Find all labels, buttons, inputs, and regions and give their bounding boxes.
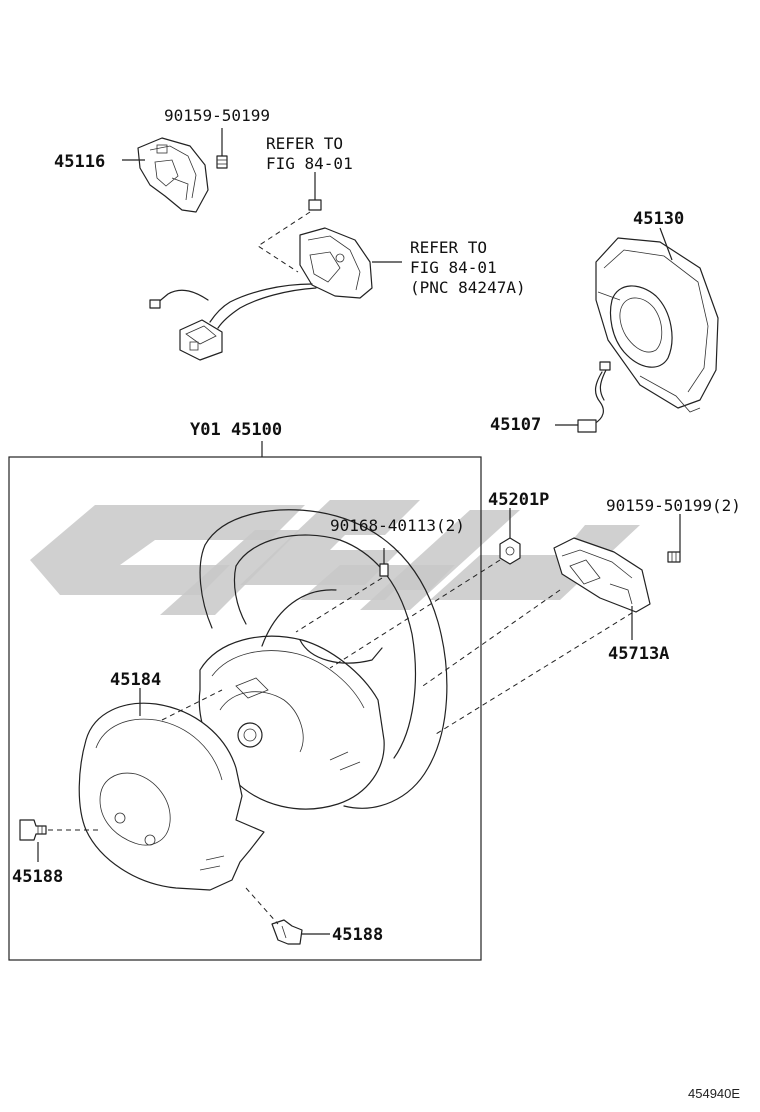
nut-45201p-icon xyxy=(499,508,521,565)
switch-cover-mid xyxy=(299,227,402,299)
assembly-frame xyxy=(8,456,482,961)
diagram-code: 454940E xyxy=(688,1086,740,1101)
airbag-wire-45107 xyxy=(555,361,611,433)
screw-bottom-icon xyxy=(245,887,330,945)
label-refer-top-2: FIG 84-01 xyxy=(266,154,353,173)
label-lower-cover: 45184 xyxy=(110,670,161,690)
airbag-45130 xyxy=(595,227,719,413)
label-refer-mid-1: REFER TO xyxy=(410,238,487,257)
label-wheel-assy: Y01 45100 xyxy=(190,420,282,440)
label-bolt-right: 90159-50199(2) xyxy=(606,496,741,515)
wire-harness xyxy=(149,283,317,361)
label-refer-mid-3: (PNC 84247A) xyxy=(410,278,526,297)
label-screw-left: 45188 xyxy=(12,867,63,887)
label-airbag-wire: 45107 xyxy=(490,415,541,435)
label-refer-top-1: REFER TO xyxy=(266,134,343,153)
label-refer-mid-2: FIG 84-01 xyxy=(410,258,497,277)
screw-left-icon xyxy=(19,819,100,862)
wheel-screws xyxy=(295,548,641,735)
bolt-right-icon xyxy=(667,514,681,563)
screw-mid-icon xyxy=(257,172,322,273)
label-cover-left: 45116 xyxy=(54,152,105,172)
label-screw-bottom: 45188 xyxy=(332,925,383,945)
label-damper: 45713A xyxy=(608,644,669,664)
label-bolt-top: 90159-50199 xyxy=(164,106,270,125)
bolt-top-icon xyxy=(216,128,228,169)
label-airbag: 45130 xyxy=(633,209,684,229)
label-screw-2: 90168-40113(2) xyxy=(330,516,465,535)
label-nut: 45201P xyxy=(488,490,549,510)
steering-wheel xyxy=(198,509,448,810)
cover-45116 xyxy=(122,137,209,213)
lower-cover-45184 xyxy=(78,688,265,891)
damper-45713a xyxy=(553,537,651,640)
